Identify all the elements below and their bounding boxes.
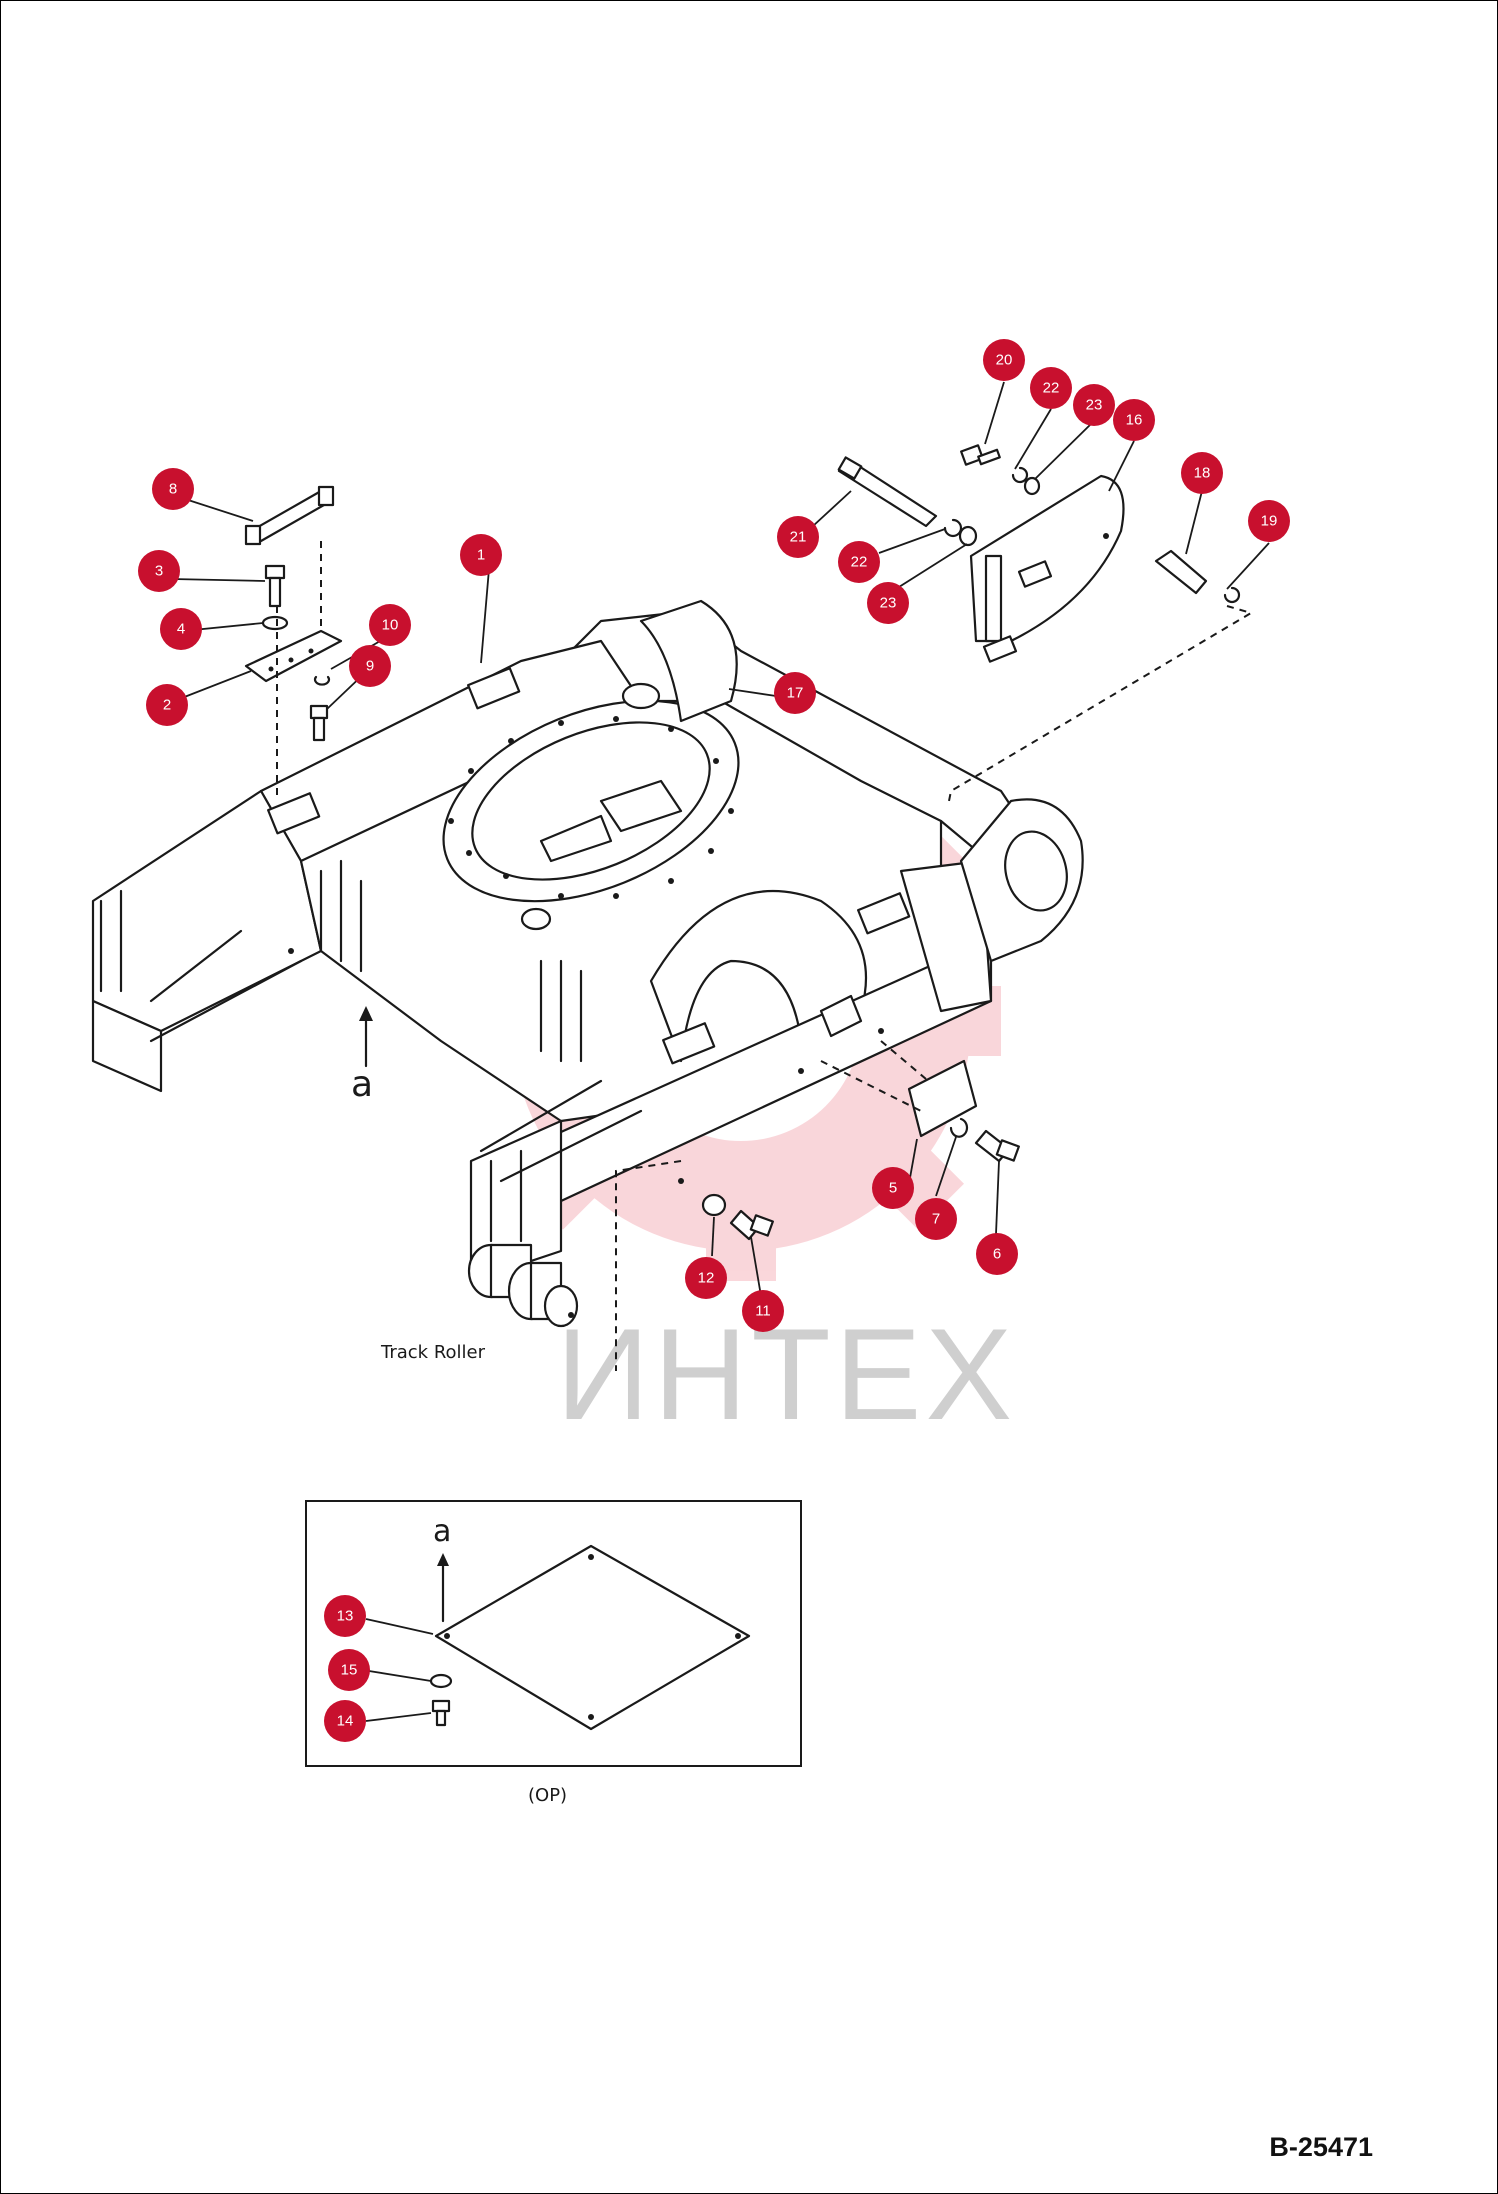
- part-9-bolt: [309, 704, 329, 742]
- svg-text:23: 23: [1086, 397, 1103, 414]
- svg-text:15: 15: [341, 1662, 358, 1679]
- callout-6[interactable]: 6: [976, 1233, 1018, 1275]
- watermark-text: ИНТЕХ: [556, 1301, 1016, 1447]
- part-8-bar: [244, 485, 335, 546]
- callout-13[interactable]: 13: [324, 1595, 366, 1637]
- option-label: (OP): [528, 1785, 567, 1806]
- callout-21[interactable]: 21: [777, 516, 819, 558]
- swing-circle-bolt-holes: [448, 716, 734, 899]
- callout-15[interactable]: 15: [328, 1649, 370, 1691]
- part-8-leader-dashes: [276, 541, 322, 801]
- frame-holes: [288, 948, 884, 1184]
- document-code: B-25471: [1269, 2132, 1373, 2162]
- svg-text:12: 12: [698, 1270, 715, 1287]
- callout-4[interactable]: 4: [160, 608, 202, 650]
- svg-text:11: 11: [755, 1303, 771, 1320]
- callout-23-upper[interactable]: 23: [1073, 384, 1115, 426]
- part-4-washer: [261, 615, 289, 631]
- svg-text:16: 16: [1126, 412, 1143, 429]
- part-19-leader-dashes: [948, 605, 1254, 802]
- callout-11[interactable]: 11: [742, 1290, 784, 1332]
- svg-text:6: 6: [993, 1246, 1001, 1263]
- svg-text:1: 1: [477, 547, 485, 564]
- svg-text:8: 8: [169, 481, 177, 498]
- callout-23-lower[interactable]: 23: [867, 582, 909, 624]
- callout-12[interactable]: 12: [685, 1257, 727, 1299]
- part-18-pin: [1154, 549, 1208, 595]
- track-roller: [467, 1243, 579, 1328]
- part-9-washer: [313, 675, 331, 686]
- svg-text:9: 9: [366, 658, 374, 675]
- svg-text:4: 4: [177, 621, 185, 638]
- part-22-lockwasher-upper: [1011, 466, 1029, 484]
- part-14-bolt: [431, 1699, 451, 1713]
- part-12-washer: [701, 1193, 727, 1217]
- svg-text:3: 3: [155, 563, 163, 580]
- part-16-cover: [969, 474, 1125, 663]
- part-7-washer: [949, 1117, 969, 1138]
- callout-5[interactable]: 5: [872, 1167, 914, 1209]
- part-6-bolt: [974, 1129, 1020, 1163]
- part-19-ring: [1223, 586, 1241, 604]
- track-roller-label: Track Roller: [380, 1342, 486, 1363]
- track-frame: [91, 599, 1084, 1283]
- svg-text:17: 17: [787, 685, 804, 702]
- svg-text:21: 21: [790, 529, 807, 546]
- svg-text:19: 19: [1261, 513, 1278, 530]
- part-22-lockwasher-lower: [943, 518, 963, 538]
- svg-text:22: 22: [851, 554, 868, 571]
- callout-22-upper[interactable]: 22: [1030, 367, 1072, 409]
- callout-20[interactable]: 20: [983, 339, 1025, 381]
- part-2-plate: [244, 629, 343, 683]
- part-5-plate: [907, 1059, 978, 1138]
- svg-text:13: 13: [337, 1608, 354, 1625]
- callout-16[interactable]: 16: [1113, 399, 1155, 441]
- part-15-washer: [429, 1673, 453, 1689]
- inset-view-a-label: a: [433, 1514, 451, 1549]
- callout-19[interactable]: 19: [1248, 500, 1290, 542]
- part-11-bolt: [729, 1209, 774, 1241]
- view-a-inset: [305, 1500, 802, 1767]
- callout-9[interactable]: 9: [349, 645, 391, 687]
- view-a-label: a: [351, 1064, 373, 1105]
- svg-text:14: 14: [337, 1713, 354, 1730]
- svg-text:18: 18: [1194, 465, 1211, 482]
- callout-22-lower[interactable]: 22: [838, 541, 880, 583]
- part-20-bolt: [960, 444, 1001, 466]
- view-a-arrow: [359, 1006, 373, 1068]
- callout-2[interactable]: 2: [146, 684, 188, 726]
- part-3-bolt: [264, 564, 286, 608]
- callout-1[interactable]: 1: [460, 534, 502, 576]
- callout-10[interactable]: 10: [369, 604, 411, 646]
- part-23-washer-lower: [958, 525, 978, 547]
- svg-text:22: 22: [1043, 380, 1060, 397]
- svg-text:23: 23: [880, 595, 897, 612]
- callout-leaders: [168, 381, 1270, 1722]
- svg-text:5: 5: [889, 1180, 897, 1197]
- callout-3[interactable]: 3: [138, 550, 180, 592]
- svg-text:10: 10: [382, 617, 399, 634]
- callout-17[interactable]: 17: [774, 672, 816, 714]
- svg-text:2: 2: [163, 697, 171, 714]
- callout-8[interactable]: 8: [152, 468, 194, 510]
- svg-text:7: 7: [932, 1211, 940, 1228]
- svg-text:20: 20: [996, 352, 1013, 369]
- part-23-washer-upper: [1023, 476, 1041, 496]
- callout-14[interactable]: 14: [324, 1700, 366, 1742]
- callout-7[interactable]: 7: [915, 1198, 957, 1240]
- front-leader-dashes: [615, 1040, 927, 1371]
- callout-18[interactable]: 18: [1181, 452, 1223, 494]
- part-21-long-bolt: [837, 456, 938, 528]
